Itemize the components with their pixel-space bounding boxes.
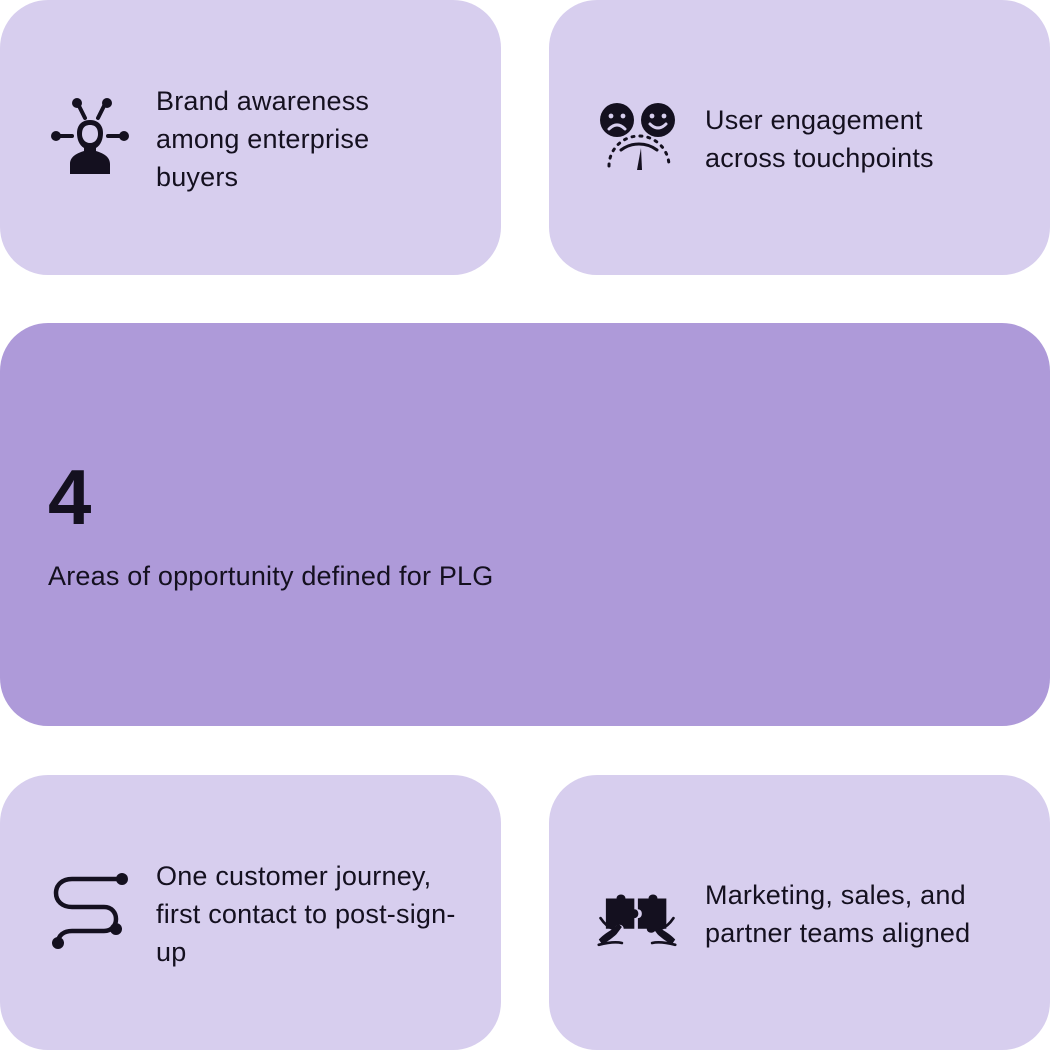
card-customer-journey: One customer journey, first contact to p…	[0, 775, 501, 1050]
card-text-brand-awareness: Brand awareness among enterprise buyers	[156, 86, 370, 192]
highlight-card	[0, 323, 1050, 726]
card-user-engagement: User engagement across touchpoints	[549, 0, 1050, 275]
journey-path-icon	[50, 873, 130, 953]
satisfaction-meter-icon	[599, 100, 679, 180]
highlight-number: 4	[48, 453, 92, 541]
card-teams-aligned: Marketing, sales, and partner teams alig…	[549, 775, 1050, 1050]
card-text-user-engagement: User engagement across touchpoints	[705, 105, 934, 173]
card-text-teams-aligned: Marketing, sales, and partner teams alig…	[705, 880, 971, 948]
puzzle-hands-icon	[597, 879, 677, 959]
influencer-network-icon	[50, 98, 130, 178]
card-text-customer-journey: One customer journey, first contact to p…	[156, 861, 456, 967]
card-brand-awareness: Brand awareness among enterprise buyers	[0, 0, 501, 275]
highlight-label: Areas of opportunity defined for PLG	[48, 561, 494, 591]
